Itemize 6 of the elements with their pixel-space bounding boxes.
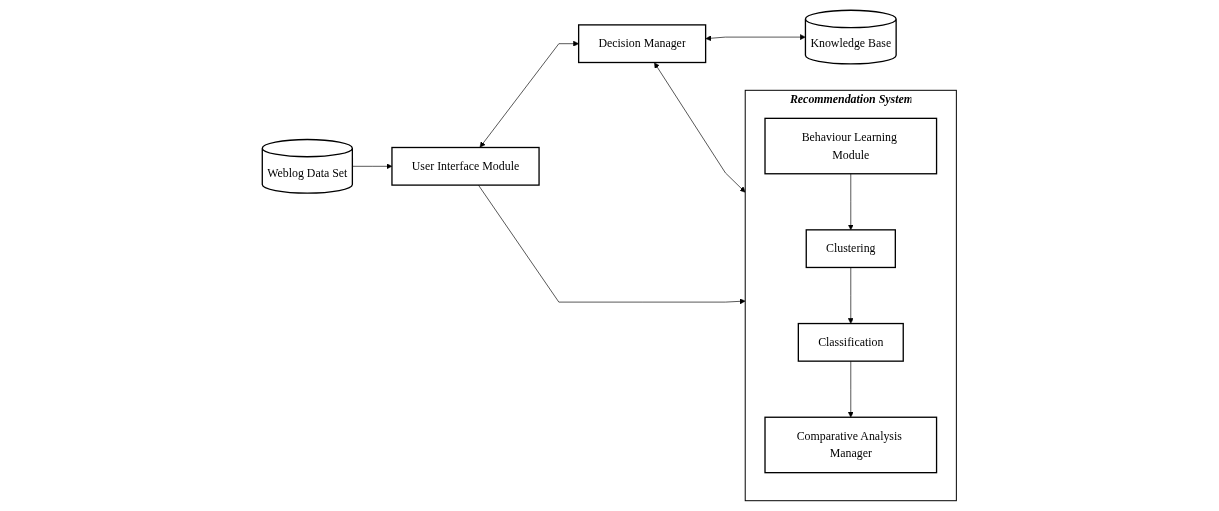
node-box: Clustering bbox=[805, 229, 897, 269]
node-box: Comparative Analysis Manager bbox=[764, 416, 938, 474]
node-box: User Interface Module bbox=[391, 146, 540, 186]
node-box: Behaviour Learning Module bbox=[764, 117, 938, 175]
node-box: Classification bbox=[797, 322, 905, 362]
node-box: Decision Manager bbox=[578, 24, 707, 64]
